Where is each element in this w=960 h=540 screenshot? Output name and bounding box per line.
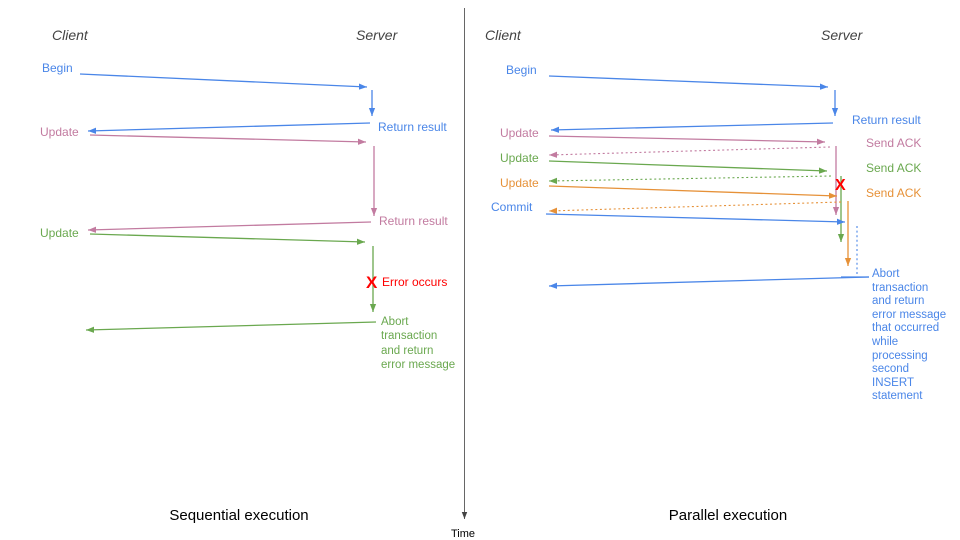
seq-return-result-2-label: Return result bbox=[379, 214, 448, 228]
par-commit-request-arrow bbox=[545, 213, 846, 225]
par-update-2-label: Update bbox=[500, 151, 539, 165]
parallel-caption: Parallel execution bbox=[669, 507, 787, 524]
seq-return-result-1-label: Return result bbox=[378, 120, 447, 134]
seq-begin-label: Begin bbox=[42, 61, 73, 75]
sequential-panel: Client Server Begin Return result Update… bbox=[40, 27, 455, 524]
parallel-client-header: Client bbox=[485, 27, 522, 43]
par-update-2-request-arrow bbox=[548, 160, 828, 174]
par-update-1-label: Update bbox=[500, 126, 539, 140]
seq-abort-return-arrow bbox=[85, 321, 377, 333]
par-update-3-label: Update bbox=[500, 176, 539, 190]
seq-begin-request-arrow bbox=[79, 73, 368, 90]
sequential-client-header: Client bbox=[52, 27, 89, 43]
par-error-x-icon: X bbox=[835, 177, 846, 194]
par-update-1-request-arrow bbox=[548, 135, 826, 145]
seq-update-1-request-arrow bbox=[89, 134, 367, 145]
par-commit-label: Commit bbox=[491, 200, 533, 214]
seq-update-2-request-arrow bbox=[89, 233, 366, 245]
seq-update-1-label: Update bbox=[40, 125, 79, 139]
par-abort-return-arrow bbox=[548, 276, 870, 289]
par-begin-label: Begin bbox=[506, 63, 537, 77]
parallel-server-header: Server bbox=[821, 27, 864, 43]
seq-return-result-2-arrow bbox=[87, 221, 372, 233]
time-axis: Time bbox=[451, 8, 475, 540]
seq-error-occurs-label: Error occurs bbox=[382, 275, 447, 289]
time-axis-label: Time bbox=[451, 528, 475, 540]
parallel-panel: Client Server Begin Return result Update… bbox=[485, 27, 949, 524]
seq-abort-text: Abort transaction and return error messa… bbox=[381, 316, 455, 371]
par-update-3-request-arrow bbox=[548, 185, 838, 199]
seq-return-result-1-arrow bbox=[87, 122, 371, 134]
par-send-ack-3-label: Send ACK bbox=[866, 186, 921, 200]
par-send-ack-2-label: Send ACK bbox=[866, 161, 921, 175]
par-begin-request-arrow bbox=[548, 75, 829, 90]
seq-error-x-icon: X bbox=[366, 273, 378, 292]
par-return-result-label: Return result bbox=[852, 113, 921, 127]
seq-update-2-label: Update bbox=[40, 226, 79, 240]
par-send-ack-1-label: Send ACK bbox=[866, 136, 921, 150]
par-abort-text: Abort transaction and return error messa… bbox=[871, 268, 949, 402]
par-ack-1-return-dotted bbox=[548, 146, 831, 158]
par-return-result-arrow bbox=[550, 122, 834, 133]
sequential-caption: Sequential execution bbox=[169, 507, 308, 524]
sequential-server-header: Server bbox=[356, 27, 399, 43]
par-ack-3-return-dotted bbox=[548, 201, 842, 214]
par-ack-2-return-dotted bbox=[548, 175, 832, 185]
